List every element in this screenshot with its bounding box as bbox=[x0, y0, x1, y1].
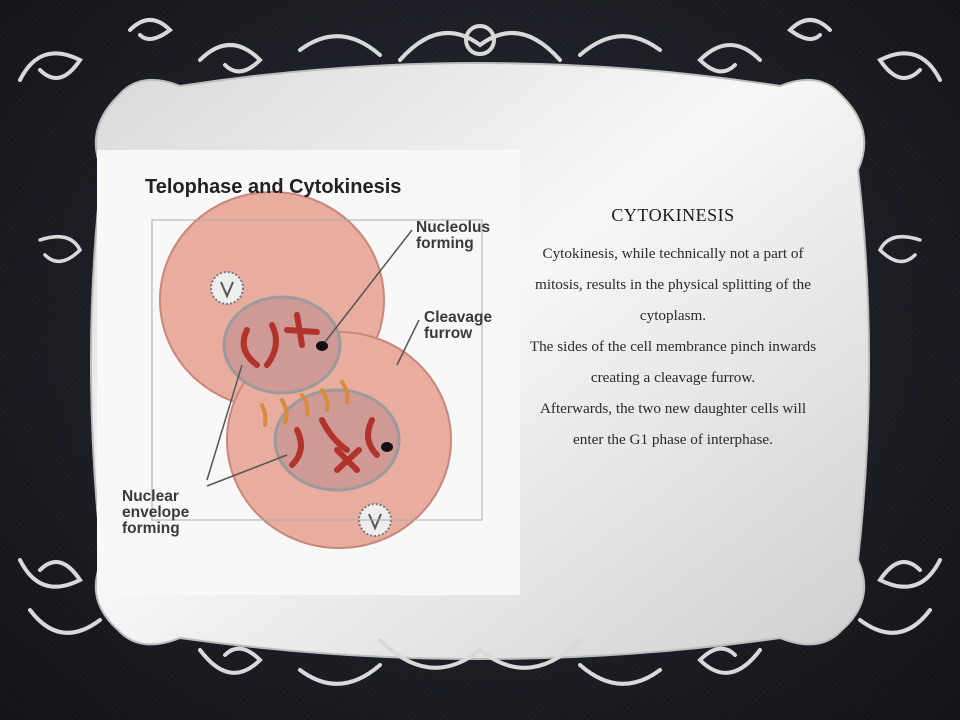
slide-heading: CYTOKINESIS bbox=[611, 205, 735, 225]
cleavage-furrow-label: Cleavage furrow bbox=[424, 309, 493, 342]
telophase-diagram: Telophase and Cytokinesis Nucleolus form… bbox=[97, 150, 520, 595]
text-panel: CYTOKINESIS Cytokinesis, while technical… bbox=[527, 205, 819, 455]
nuclear-envelope-label: Nuclear envelope forming bbox=[122, 488, 190, 537]
upper-nucleus bbox=[222, 295, 342, 395]
paragraph-3: Afterwards, the two new daughter cells w… bbox=[539, 400, 807, 448]
paragraph-2: The sides of the cell membrance pinch in… bbox=[529, 338, 817, 386]
diagram-title: Telophase and Cytokinesis bbox=[145, 176, 402, 198]
chromosomes bbox=[240, 312, 380, 473]
diagram-figure bbox=[97, 150, 520, 595]
nucleolus-label: Nucleolus forming bbox=[416, 219, 491, 252]
upper-centrosome bbox=[210, 271, 244, 305]
top-scroll-ornaments bbox=[18, 18, 942, 82]
spindle-fragments bbox=[260, 380, 350, 427]
side-ornaments bbox=[38, 234, 922, 264]
lower-nucleolus bbox=[381, 442, 393, 452]
bottom-scroll-ornaments bbox=[18, 558, 942, 686]
upper-nucleolus bbox=[316, 341, 328, 351]
paragraph-1: Cytokinesis, while technically not a par… bbox=[535, 245, 811, 324]
leader-lines bbox=[151, 219, 483, 521]
